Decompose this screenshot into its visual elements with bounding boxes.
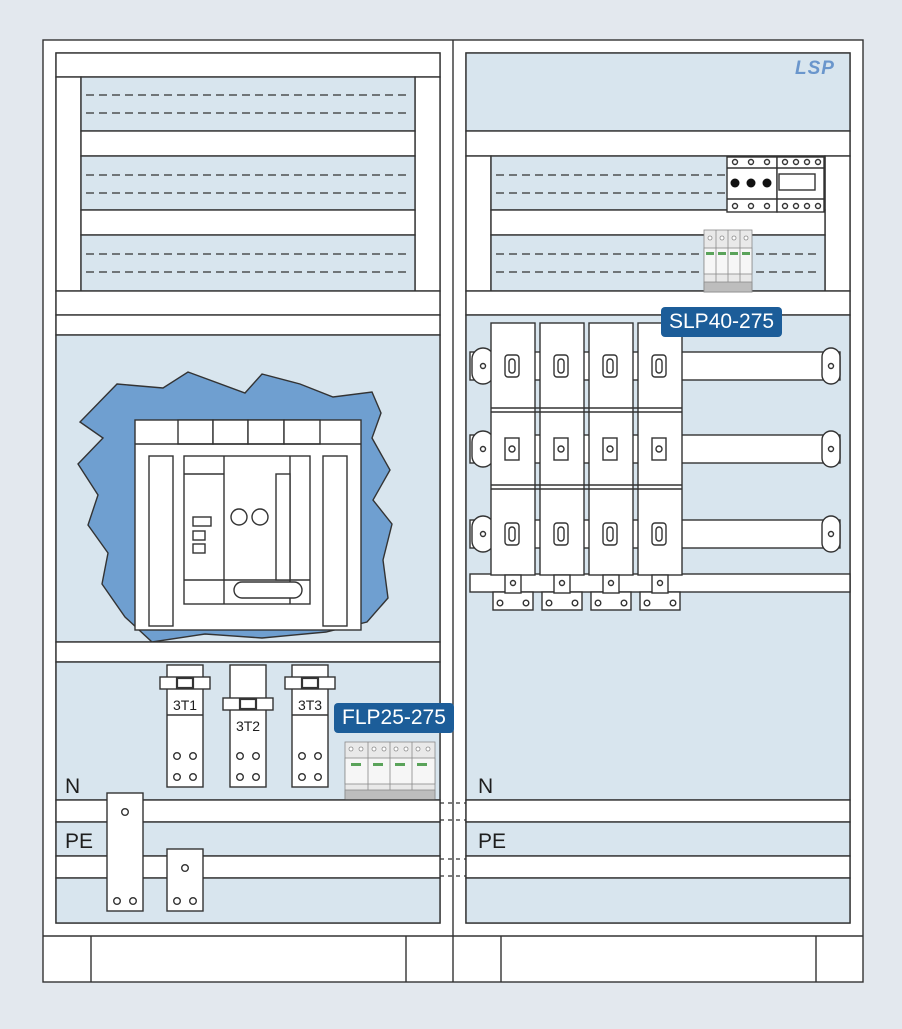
left-module-row-1 [80, 76, 416, 132]
terminal-3T1 [159, 664, 211, 788]
left-module-row-3 [80, 234, 416, 292]
pe-label-left: PE [65, 830, 94, 853]
terminal-label-3T1: 3T1 [172, 697, 198, 713]
terminal-3T2 [222, 664, 274, 788]
pe-busbar-right [465, 855, 851, 879]
terminal-label-3T3: 3T3 [297, 697, 323, 713]
brand-logo: LSP [795, 58, 835, 79]
n-label-left: N [65, 775, 81, 798]
n-busbar-right [465, 799, 851, 823]
pe-terminal-block [166, 848, 204, 912]
terminal-label-3T2: 3T2 [235, 718, 261, 734]
slp40-surge-protector [703, 229, 753, 293]
pe-label-right: PE [478, 830, 507, 853]
terminal-3T3 [284, 664, 336, 788]
air-circuit-breaker [134, 419, 362, 631]
flp25-surge-protector [344, 741, 436, 801]
flp25-label: FLP25-275 [334, 703, 454, 733]
n-terminal-block [106, 792, 144, 912]
fuse-switch-disconnector [490, 322, 683, 611]
modular-switch-device [726, 156, 825, 213]
left-module-row-2 [80, 155, 416, 211]
right-module-row-2 [490, 234, 826, 292]
n-label-right: N [478, 775, 494, 798]
slp40-label: SLP40-275 [661, 307, 783, 337]
